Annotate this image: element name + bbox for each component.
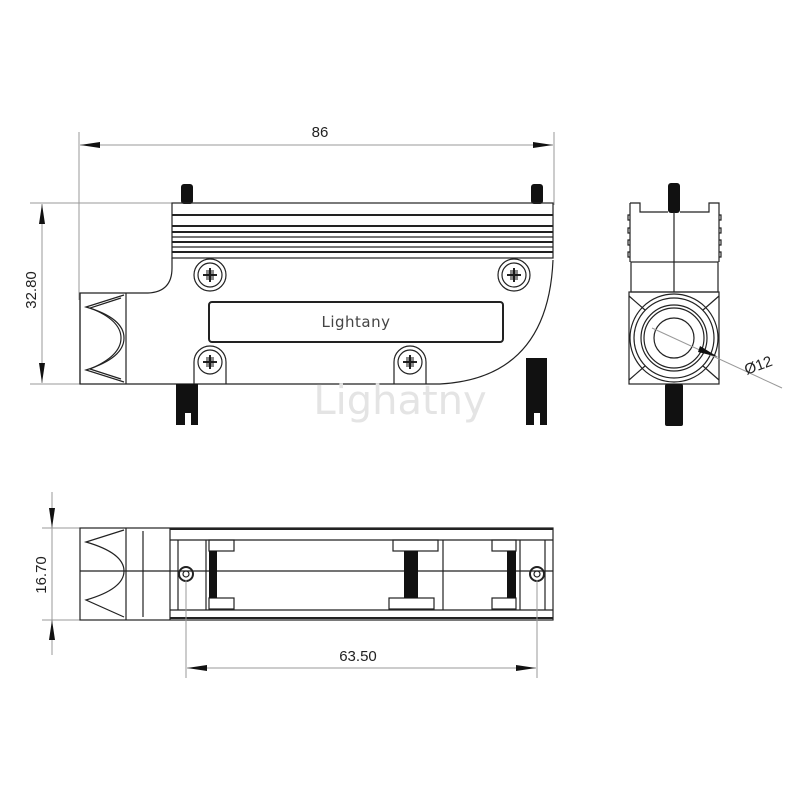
dimension-front-height: 32.80 bbox=[23, 202, 172, 385]
screw-icon bbox=[393, 345, 427, 384]
bottom-pin-right bbox=[526, 358, 547, 425]
side-view: Ø12 bbox=[627, 183, 783, 426]
screw-icon bbox=[193, 258, 227, 292]
side-top-pin bbox=[668, 183, 680, 213]
standoff-middle bbox=[388, 539, 439, 610]
side-bottom-pin bbox=[665, 384, 683, 426]
dimension-label-32-80: 32.80 bbox=[23, 271, 40, 309]
top-pin-right bbox=[531, 184, 543, 204]
dimension-label-63-50: 63.50 bbox=[339, 648, 377, 665]
screw-icon bbox=[193, 345, 227, 384]
ribbed-shell bbox=[171, 202, 554, 259]
dimension-label-86: 86 bbox=[312, 124, 329, 141]
watermark: Lighatny bbox=[313, 378, 486, 424]
standoff-right bbox=[491, 539, 521, 610]
standoff-left bbox=[205, 539, 235, 610]
top-pin-left bbox=[181, 184, 193, 204]
front-view: 86 32.80 bbox=[23, 124, 555, 425]
name-plate bbox=[208, 301, 504, 343]
screw-hole-left bbox=[178, 566, 194, 582]
brand-label: Lightany bbox=[321, 313, 390, 331]
dimension-top-height: 16.70 bbox=[33, 492, 80, 655]
connector-body bbox=[79, 258, 554, 385]
screw-icon bbox=[497, 258, 531, 292]
strain-relief bbox=[83, 293, 127, 384]
bottom-pin-left bbox=[176, 384, 198, 425]
dimension-label-16-70: 16.70 bbox=[33, 556, 50, 594]
dimension-screw-spacing: 63.50 bbox=[185, 580, 538, 678]
screw-hole-right bbox=[529, 566, 545, 582]
dimension-label-diameter: Ø12 bbox=[742, 353, 774, 379]
dimension-overall-length: 86 bbox=[78, 124, 555, 300]
top-view: 16.70 bbox=[33, 492, 554, 678]
